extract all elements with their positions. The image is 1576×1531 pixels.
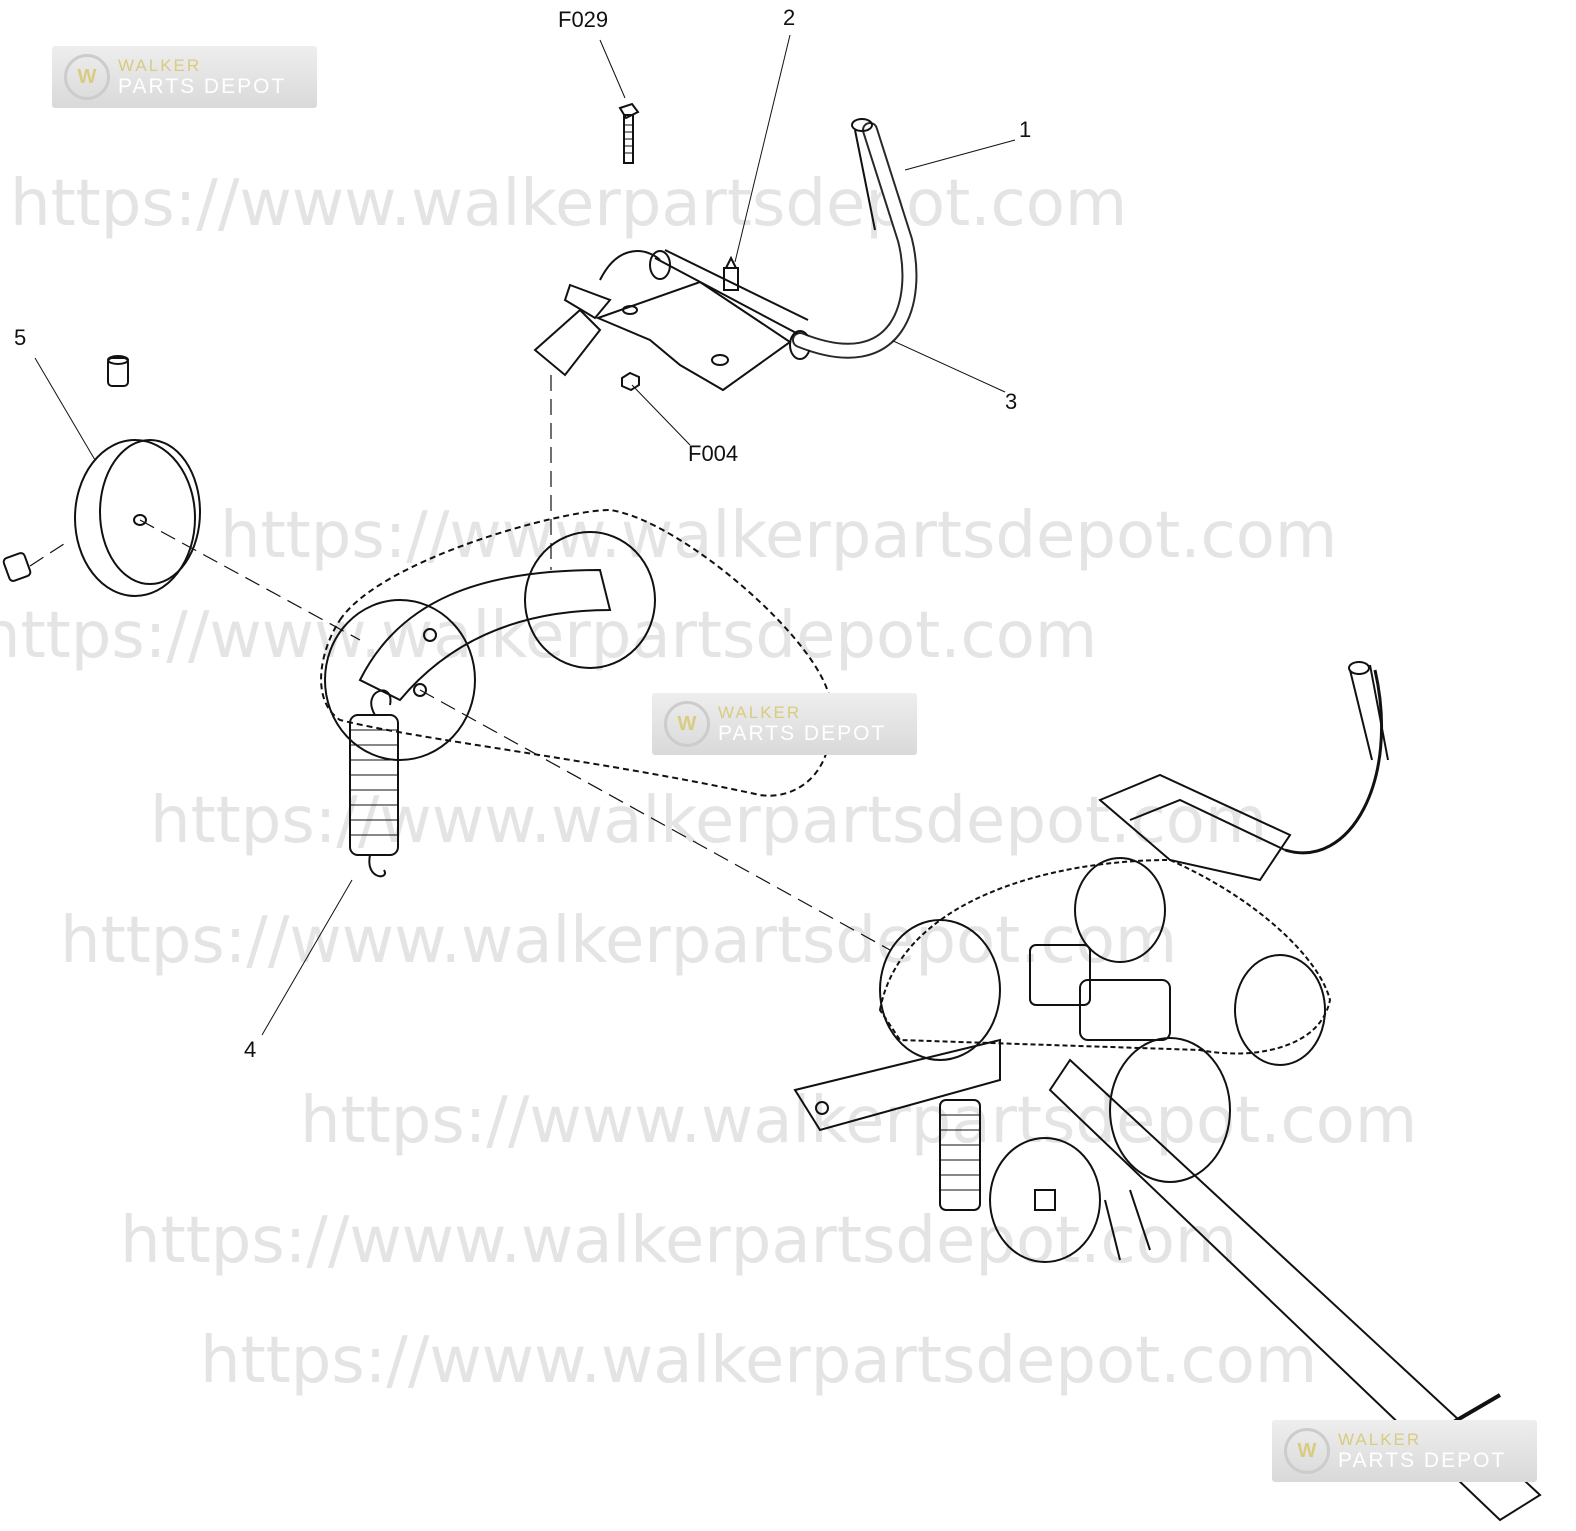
leader-2	[734, 34, 791, 263]
callout-2: 2	[783, 5, 796, 30]
logo-line1: WALKER	[718, 703, 802, 722]
callout-5: 5	[14, 325, 27, 350]
callout-1: 1	[1019, 117, 1032, 142]
callout-f029: F029	[558, 7, 609, 32]
assembled-view	[793, 661, 1542, 1522]
logo-glyph: W	[1284, 1428, 1330, 1474]
bolt-f029	[618, 102, 640, 164]
logo-line2: PARTS DEPOT	[718, 722, 887, 745]
logo-glyph: W	[64, 54, 110, 100]
belt-idler-assembly	[320, 508, 833, 797]
leader-4	[261, 879, 353, 1036]
leader-f029	[599, 39, 626, 99]
logo-line1: WALKER	[118, 56, 202, 75]
leader-5	[34, 357, 96, 461]
callout-f004: F004	[688, 441, 739, 466]
idler-pulley-5	[2, 355, 201, 597]
callout-3: 3	[1005, 389, 1018, 414]
alignment-lines	[29, 375, 891, 951]
leader-lines	[34, 34, 1016, 1036]
leader-3	[879, 334, 1006, 393]
logo-line1: WALKER	[1338, 1430, 1422, 1449]
leader-f004	[631, 384, 691, 446]
handle-bracket-assembly	[533, 118, 918, 392]
leader-1	[904, 139, 1016, 171]
logo-glyph: W	[664, 701, 710, 747]
spring-4	[349, 689, 399, 878]
logo-line2: PARTS DEPOT	[1338, 1449, 1507, 1472]
logo-line2: PARTS DEPOT	[118, 75, 287, 98]
nut-f004	[621, 371, 640, 392]
callout-4: 4	[244, 1037, 257, 1062]
grease-fitting-2	[723, 255, 739, 291]
